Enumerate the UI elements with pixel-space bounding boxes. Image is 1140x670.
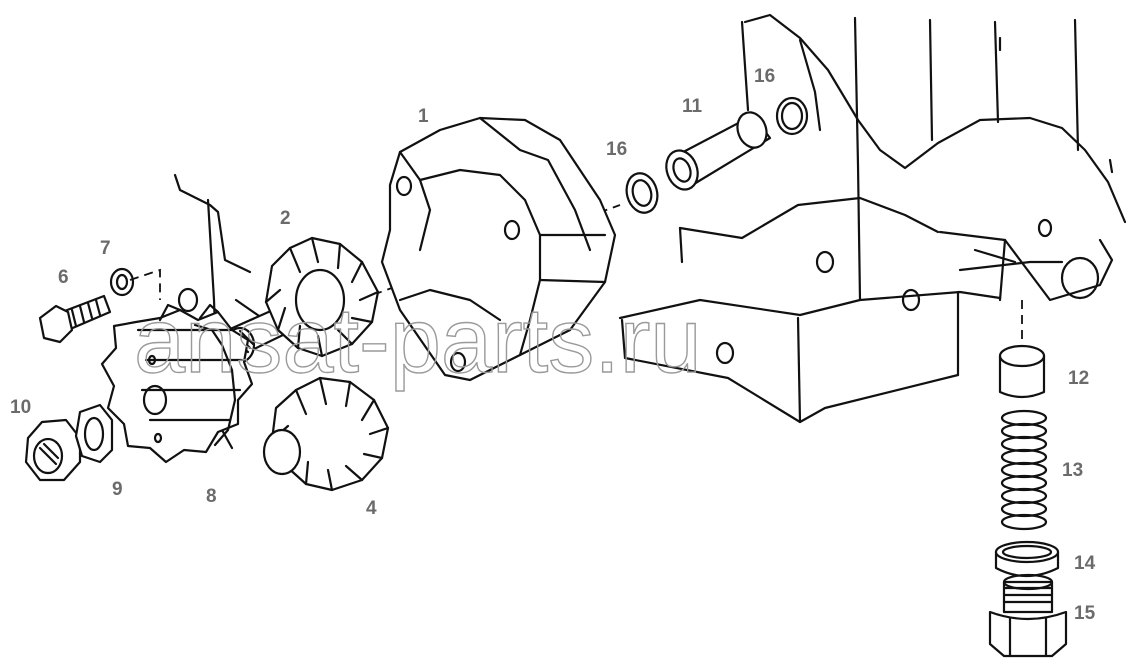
small-washer [177,287,199,313]
drive-gear-with-shaft [224,236,380,364]
relief-piston [998,344,1046,399]
callout-14: 14 [1074,553,1096,574]
relief-spring [1000,409,1048,531]
tab-washer [74,403,114,464]
callout-2: 2 [280,208,291,229]
sprocket-gear [100,303,254,464]
driven-gear [262,376,390,492]
callout-8: 8 [206,486,217,507]
callout-4: 4 [366,498,377,519]
seal-ring-upper [775,96,809,136]
callout-1: 1 [418,106,429,127]
callout-13: 13 [1062,460,1083,481]
hex-nut [24,418,82,482]
plug-seal-ring [994,540,1060,578]
callout-10: 10 [10,397,31,418]
callout-6: 6 [58,267,69,288]
pump-housing [380,116,617,382]
callout-16-lower: 16 [606,139,627,160]
callout-11: 11 [682,96,703,117]
bolt-axis-line [129,268,161,300]
callout-9: 9 [112,479,123,500]
engine-block [618,13,1127,424]
callout-16-upper: 16 [754,66,775,87]
callout-7: 7 [100,238,111,259]
seal-ring-lower [625,172,659,214]
lock-washer [109,267,135,297]
callout-15: 15 [1074,603,1096,624]
watermark-text: ansat-parts.ru [134,290,702,392]
sleeve-tube [665,111,772,191]
threaded-plug [988,573,1068,658]
callout-12: 12 [1068,368,1089,389]
hex-bolt [38,294,112,344]
